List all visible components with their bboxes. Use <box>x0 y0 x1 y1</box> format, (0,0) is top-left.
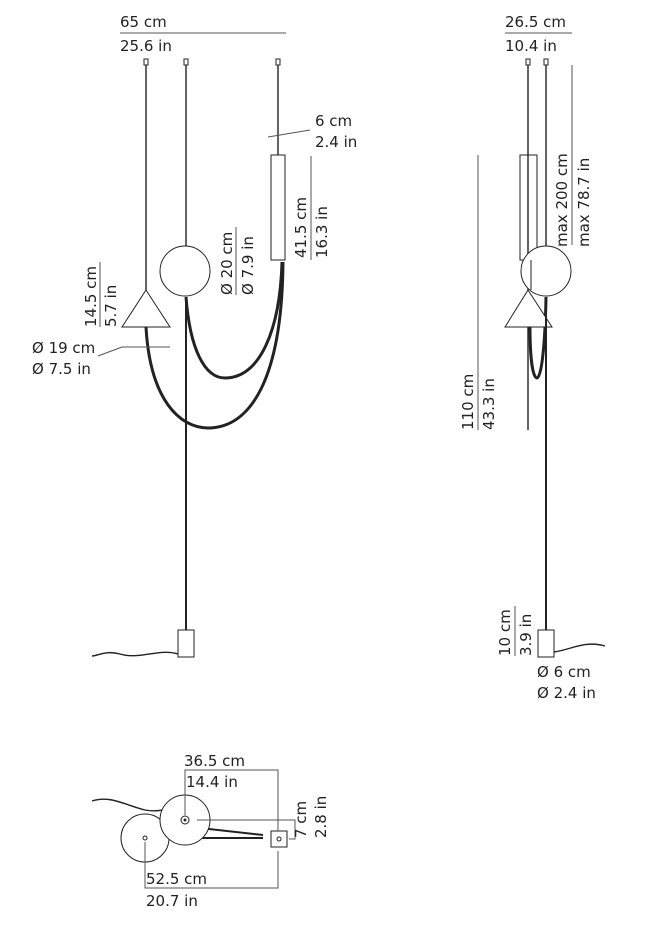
offset-cm: 7 cm <box>292 801 310 838</box>
base-height-cm: 10 cm <box>496 609 514 656</box>
side-view: 26.5 cm 10.4 in max 200 cm max 78.7 in 1… <box>459 13 606 702</box>
tube-drop-leader <box>267 129 311 138</box>
side-floor-base <box>537 629 555 658</box>
base-diameter-in: Ø 2.4 in <box>537 684 596 702</box>
ceiling-canopies <box>143 58 281 66</box>
cone-height-in: 5.7 in <box>102 285 120 327</box>
side-sphere-shade <box>520 245 572 297</box>
side-cable-loop <box>528 296 548 380</box>
max-height-cm: max 200 cm <box>553 153 571 247</box>
floor-cable <box>91 651 179 657</box>
width-in: 20.7 in <box>146 892 198 910</box>
plan-view: 36.5 cm 14.4 in 7 cm 2.8 in 52.5 cm 20.7… <box>91 752 330 910</box>
width-cm: 52.5 cm <box>146 870 207 888</box>
width-dimension-line <box>144 842 279 889</box>
tube-drop-in: 2.4 in <box>315 133 357 151</box>
side-floor-cable <box>553 643 606 653</box>
height-in: 43.3 in <box>480 378 498 430</box>
tube-drop-cm: 6 cm <box>315 112 352 130</box>
depth-in: 14.4 in <box>186 773 238 791</box>
plan-base <box>270 830 288 848</box>
side-width-cm: 26.5 cm <box>505 13 566 31</box>
cone-diameter-cm: Ø 19 cm <box>32 339 95 357</box>
tube-length-cm: 41.5 cm <box>292 197 310 258</box>
front-view: 65 cm 25.6 in 6 cm 2.4 in 41.5 cm 16.3 i… <box>32 13 357 658</box>
cone-diameter-in: Ø 7.5 in <box>32 360 91 378</box>
height-cm: 110 cm <box>459 374 477 430</box>
front-width-in: 25.6 in <box>120 37 172 55</box>
cone-shade <box>121 289 171 328</box>
cone-cable <box>144 261 285 430</box>
sphere-diameter-cm: Ø 20 cm <box>218 232 236 295</box>
plan-floor-cable <box>91 798 171 812</box>
floor-base <box>177 629 195 658</box>
offset-dimension-line <box>197 819 296 840</box>
max-height-in: max 78.7 in <box>575 158 593 247</box>
side-width-in: 10.4 in <box>505 37 557 55</box>
depth-cm: 36.5 cm <box>184 752 245 770</box>
tube-length-in: 16.3 in <box>313 206 331 258</box>
sphere-diameter-in: Ø 7.9 in <box>239 236 257 295</box>
sphere-shade <box>159 245 211 297</box>
sphere-cable <box>184 261 284 380</box>
base-diameter-cm: Ø 6 cm <box>537 663 591 681</box>
offset-in: 2.8 in <box>312 796 330 838</box>
depth-dimension-line <box>184 769 279 831</box>
base-height-in: 3.9 in <box>517 614 535 656</box>
cone-height-cm: 14.5 cm <box>82 266 100 327</box>
cone-diameter-leader <box>97 346 170 357</box>
tube-light <box>270 154 286 261</box>
front-width-cm: 65 cm <box>120 13 167 31</box>
